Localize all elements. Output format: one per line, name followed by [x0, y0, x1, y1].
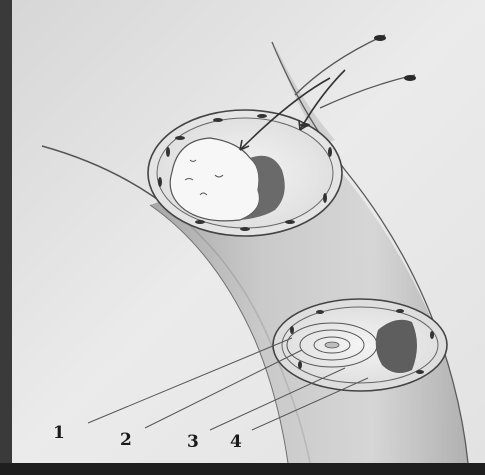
- label-1: 1: [53, 423, 65, 443]
- ring-core: [325, 342, 339, 348]
- label-2: 2: [120, 430, 132, 450]
- lower-cross-section: [273, 299, 447, 391]
- dark-left-border: [0, 0, 12, 475]
- label-3: 3: [187, 432, 199, 452]
- branch-dark-spot-1: [374, 35, 386, 41]
- branch-dark-spot-2: [404, 75, 416, 81]
- label-4: 4: [230, 432, 242, 452]
- bottom-border: [0, 463, 485, 475]
